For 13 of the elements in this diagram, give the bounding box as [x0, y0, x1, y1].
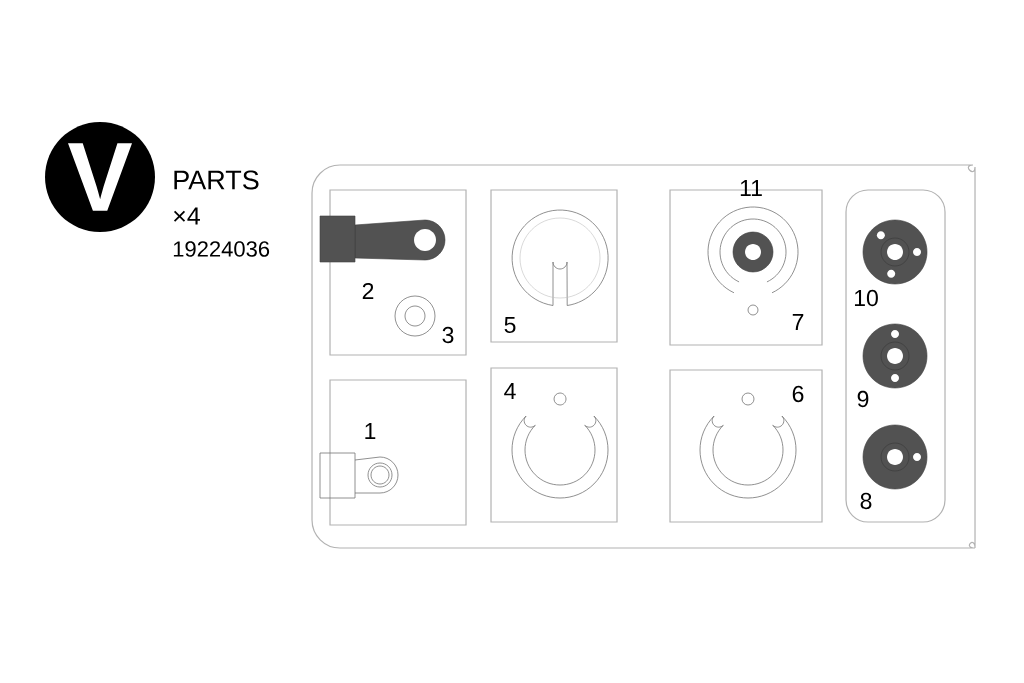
callout-number: 7 — [792, 314, 804, 330]
callout-number: 8 — [860, 492, 872, 510]
callout-number: 3 — [442, 326, 454, 344]
callout-number: 9 — [857, 390, 869, 408]
callout-number: 1 — [365, 423, 376, 439]
callout-number: 6 — [792, 385, 804, 403]
callout-number: 4 — [504, 383, 516, 399]
letter-badge: V — [45, 122, 155, 232]
callout-number: 10 — [855, 289, 878, 307]
callout-number: 5 — [504, 317, 516, 333]
callout-number: 11 — [740, 180, 762, 196]
part-number: 19224036 — [173, 241, 270, 257]
callout-number: 2 — [362, 282, 374, 300]
